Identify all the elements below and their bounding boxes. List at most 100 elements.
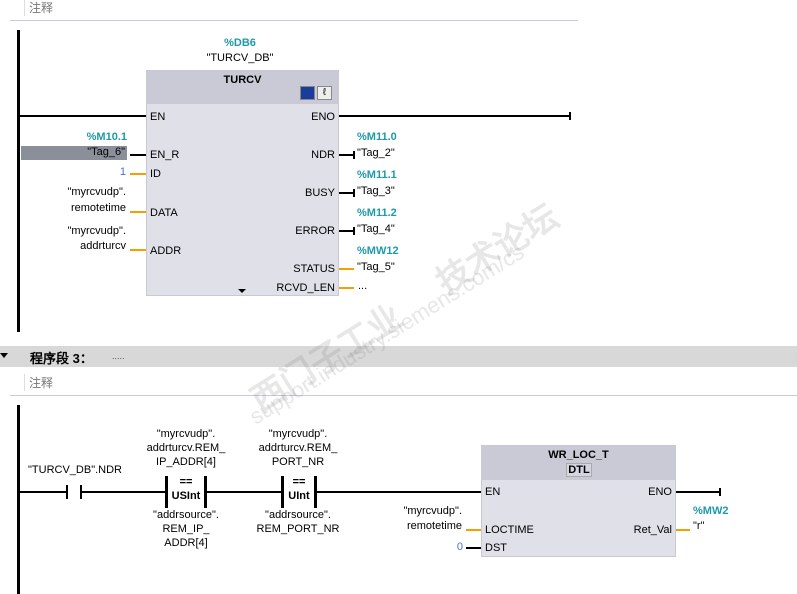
diagnostics-icon[interactable]: ℓ <box>317 86 332 100</box>
dst-operand[interactable]: 0 <box>456 541 463 553</box>
cmp2-in1-line3[interactable]: PORT_NR <box>271 456 325 468</box>
wire <box>676 491 720 493</box>
cmp2-bar[interactable] <box>314 476 317 508</box>
block-title: TURCV <box>223 74 262 86</box>
expand-arrow-icon[interactable] <box>238 289 246 293</box>
pin-en: EN <box>485 486 501 498</box>
wire <box>19 491 67 493</box>
block-type[interactable]: DTL <box>566 463 592 477</box>
instance-db-name[interactable]: "TURCV_DB" <box>206 52 274 64</box>
pin-id: ID <box>150 168 161 180</box>
status-address: %MW12 <box>357 245 399 257</box>
cmp2-type[interactable]: UInt <box>288 490 310 502</box>
instance-db-address: %DB6 <box>224 37 256 49</box>
cmp1-bar[interactable] <box>165 476 168 508</box>
cmp1-in2-line2[interactable]: REM_IP_ <box>162 523 210 535</box>
no-contact[interactable] <box>66 485 68 499</box>
comment-field[interactable]: 注释 <box>24 374 53 391</box>
pin-rcvd-len: RCVD_LEN <box>276 282 335 294</box>
pin-addr: ADDR <box>150 245 182 257</box>
wire-end <box>353 227 355 235</box>
collapse-triangle-icon[interactable] <box>0 353 8 358</box>
pin-error: ERROR <box>295 225 335 237</box>
block-title: WR_LOC_T <box>548 449 609 461</box>
wire <box>339 192 354 194</box>
error-address: %M11.2 <box>357 207 397 219</box>
pin-eno: ENO <box>648 486 672 498</box>
divider <box>10 20 578 21</box>
pin-dst: DST <box>485 542 507 554</box>
cmp1-in2-line3[interactable]: ADDR[4] <box>164 537 208 549</box>
pin-status: STATUS <box>293 263 335 275</box>
wr-loc-t-block[interactable]: WR_LOC_T DTL EN ENO LOCTIME Ret_Val DST <box>481 445 676 557</box>
addr-operand-line2[interactable]: addrturcv <box>80 240 126 252</box>
ret-val-address: %MW2 <box>693 505 729 517</box>
ndr-address: %M11.0 <box>357 131 397 143</box>
wire <box>130 211 146 213</box>
cmp2-in1-line1[interactable]: "myrcvudp". <box>268 428 328 440</box>
turcv-block[interactable]: TURCV ℓ EN EN_R ID DATA ADDR ENO NDR BUS… <box>146 70 339 296</box>
cmp1-in1-line2[interactable]: addrturcv.REM_ <box>146 442 226 454</box>
cmp2-operator: == <box>292 476 306 488</box>
pin-data: DATA <box>150 207 178 219</box>
wire <box>19 115 146 117</box>
cmp1-in1-line3[interactable]: IP_ADDR[4] <box>156 456 216 468</box>
cmp2-in2-line2[interactable]: REM_PORT_NR <box>256 523 340 535</box>
wire <box>339 287 354 289</box>
wire <box>466 529 481 531</box>
busy-operand[interactable]: "Tag_3" <box>357 185 395 197</box>
cmp2-in1-line2[interactable]: addrturcv.REM_ <box>258 442 338 454</box>
contact-operand[interactable]: "TURCV_DB".NDR <box>28 464 122 476</box>
block-icon[interactable] <box>300 86 315 100</box>
wire <box>676 529 690 531</box>
cmp1-bar[interactable] <box>204 476 207 508</box>
pin-en: EN <box>150 111 166 123</box>
power-rail <box>17 30 20 332</box>
rcvd-len-operand[interactable]: ... <box>358 280 368 292</box>
cmp2-bar[interactable] <box>281 476 284 508</box>
wire <box>130 173 146 175</box>
pin-loctime: LOCTIME <box>485 524 534 536</box>
data-operand-line2[interactable]: remotetime <box>70 202 126 214</box>
wire <box>339 154 354 156</box>
wire <box>130 154 146 156</box>
cmp2-in2-line1[interactable]: "addrsource". <box>265 509 331 521</box>
data-operand-line1[interactable]: "myrcvudp". <box>67 186 126 198</box>
pin-ndr: NDR <box>311 149 335 161</box>
wire <box>339 268 354 270</box>
cmp1-in1-line1[interactable]: "myrcvudp". <box>156 428 216 440</box>
addr-operand-line1[interactable]: "myrcvudp". <box>67 225 126 237</box>
en-r-operand[interactable]: "Tag_6" <box>21 146 127 160</box>
error-operand[interactable]: "Tag_4" <box>357 223 395 235</box>
cmp1-operator: == <box>179 476 193 488</box>
power-rail <box>17 405 20 594</box>
ndr-operand[interactable]: "Tag_2" <box>357 147 395 159</box>
id-operand[interactable]: 1 <box>119 166 126 178</box>
ret-val-operand[interactable]: "r" <box>693 520 705 532</box>
pin-en-r: EN_R <box>150 149 180 161</box>
loctime-operand-line1[interactable]: "myrcvudp". <box>403 505 462 517</box>
pin-eno: ENO <box>311 111 335 123</box>
network-3-title-field[interactable]: ..... <box>112 351 125 361</box>
wire <box>339 230 354 232</box>
loctime-operand-line2[interactable]: remotetime <box>406 520 462 532</box>
network-3-title: 程序段 3： <box>30 351 93 366</box>
network-3-header[interactable] <box>0 346 797 367</box>
wire <box>207 491 282 493</box>
busy-address: %M11.1 <box>357 169 397 181</box>
wire <box>466 547 481 549</box>
wire <box>81 491 166 493</box>
pin-ret-val: Ret_Val <box>633 524 672 536</box>
wire <box>317 491 481 493</box>
wire-end <box>353 151 355 159</box>
cmp1-type[interactable]: USInt <box>171 490 201 502</box>
comment-field[interactable]: 注释 <box>24 0 53 16</box>
wire-end <box>353 189 355 197</box>
status-operand[interactable]: "Tag_5" <box>357 261 395 273</box>
en-r-address: %M10.1 <box>86 131 127 143</box>
cmp1-in2-line1[interactable]: "addrsource". <box>153 509 219 521</box>
pin-busy: BUSY <box>305 187 335 199</box>
wire-end <box>569 112 571 120</box>
wire-end <box>719 488 721 496</box>
wire <box>339 115 570 117</box>
